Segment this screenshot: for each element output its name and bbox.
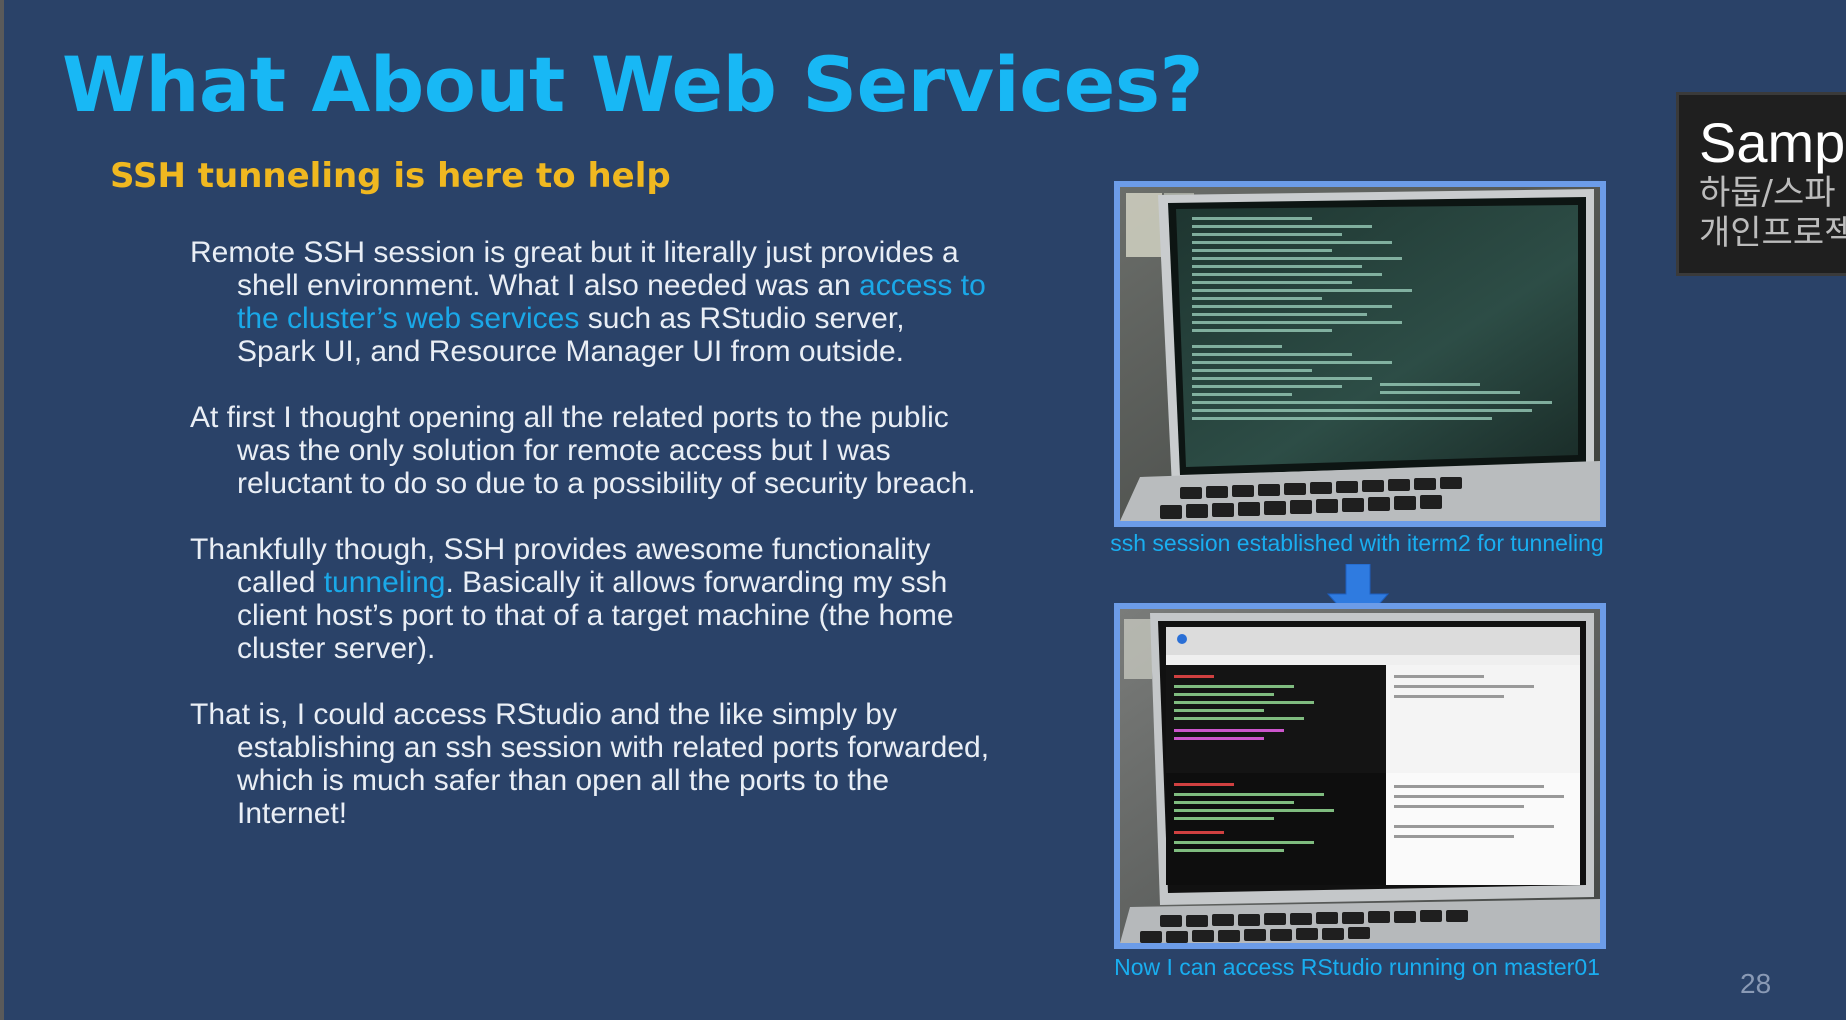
slide-body: Remote SSH session is great but it liter… (190, 236, 990, 863)
caption-rstudio: Now I can access RStudio running on mast… (1114, 954, 1600, 980)
link-web-services[interactable]: access to the cluster’s web services (237, 269, 986, 335)
laptop-terminal-photo (1114, 181, 1606, 527)
page-number: 28 (1740, 968, 1772, 999)
overlay-title: Samp (1699, 111, 1846, 174)
slide-subtitle: SSH tunneling is here to help (110, 156, 671, 196)
slide-title: What About Web Services? (62, 40, 1204, 129)
laptop-rstudio-image (1120, 609, 1600, 943)
paragraph-open-ports: At first I thought opening all the relat… (190, 401, 976, 500)
laptop-rstudio-photo (1114, 603, 1606, 949)
caption-terminal: ssh session established with iterm2 for … (1110, 530, 1604, 556)
overlay-line-1: 하둡/스파 (1699, 173, 1836, 213)
overlay-line-2: 개인프로젝 (1699, 213, 1846, 253)
paragraph-tunneling: Thankfully though, SSH provides awesome … (190, 533, 954, 665)
slide-edge (0, 0, 4, 1020)
sample-overlay-card[interactable]: Samp 하둡/스파 개인프로젝 (1676, 92, 1846, 276)
paragraph-rstudio-access: That is, I could access RStudio and the … (190, 698, 990, 830)
link-tunneling[interactable]: tunneling (323, 566, 446, 599)
laptop-terminal-image (1120, 187, 1600, 521)
paragraph-web-services: Remote SSH session is great but it liter… (190, 236, 986, 368)
